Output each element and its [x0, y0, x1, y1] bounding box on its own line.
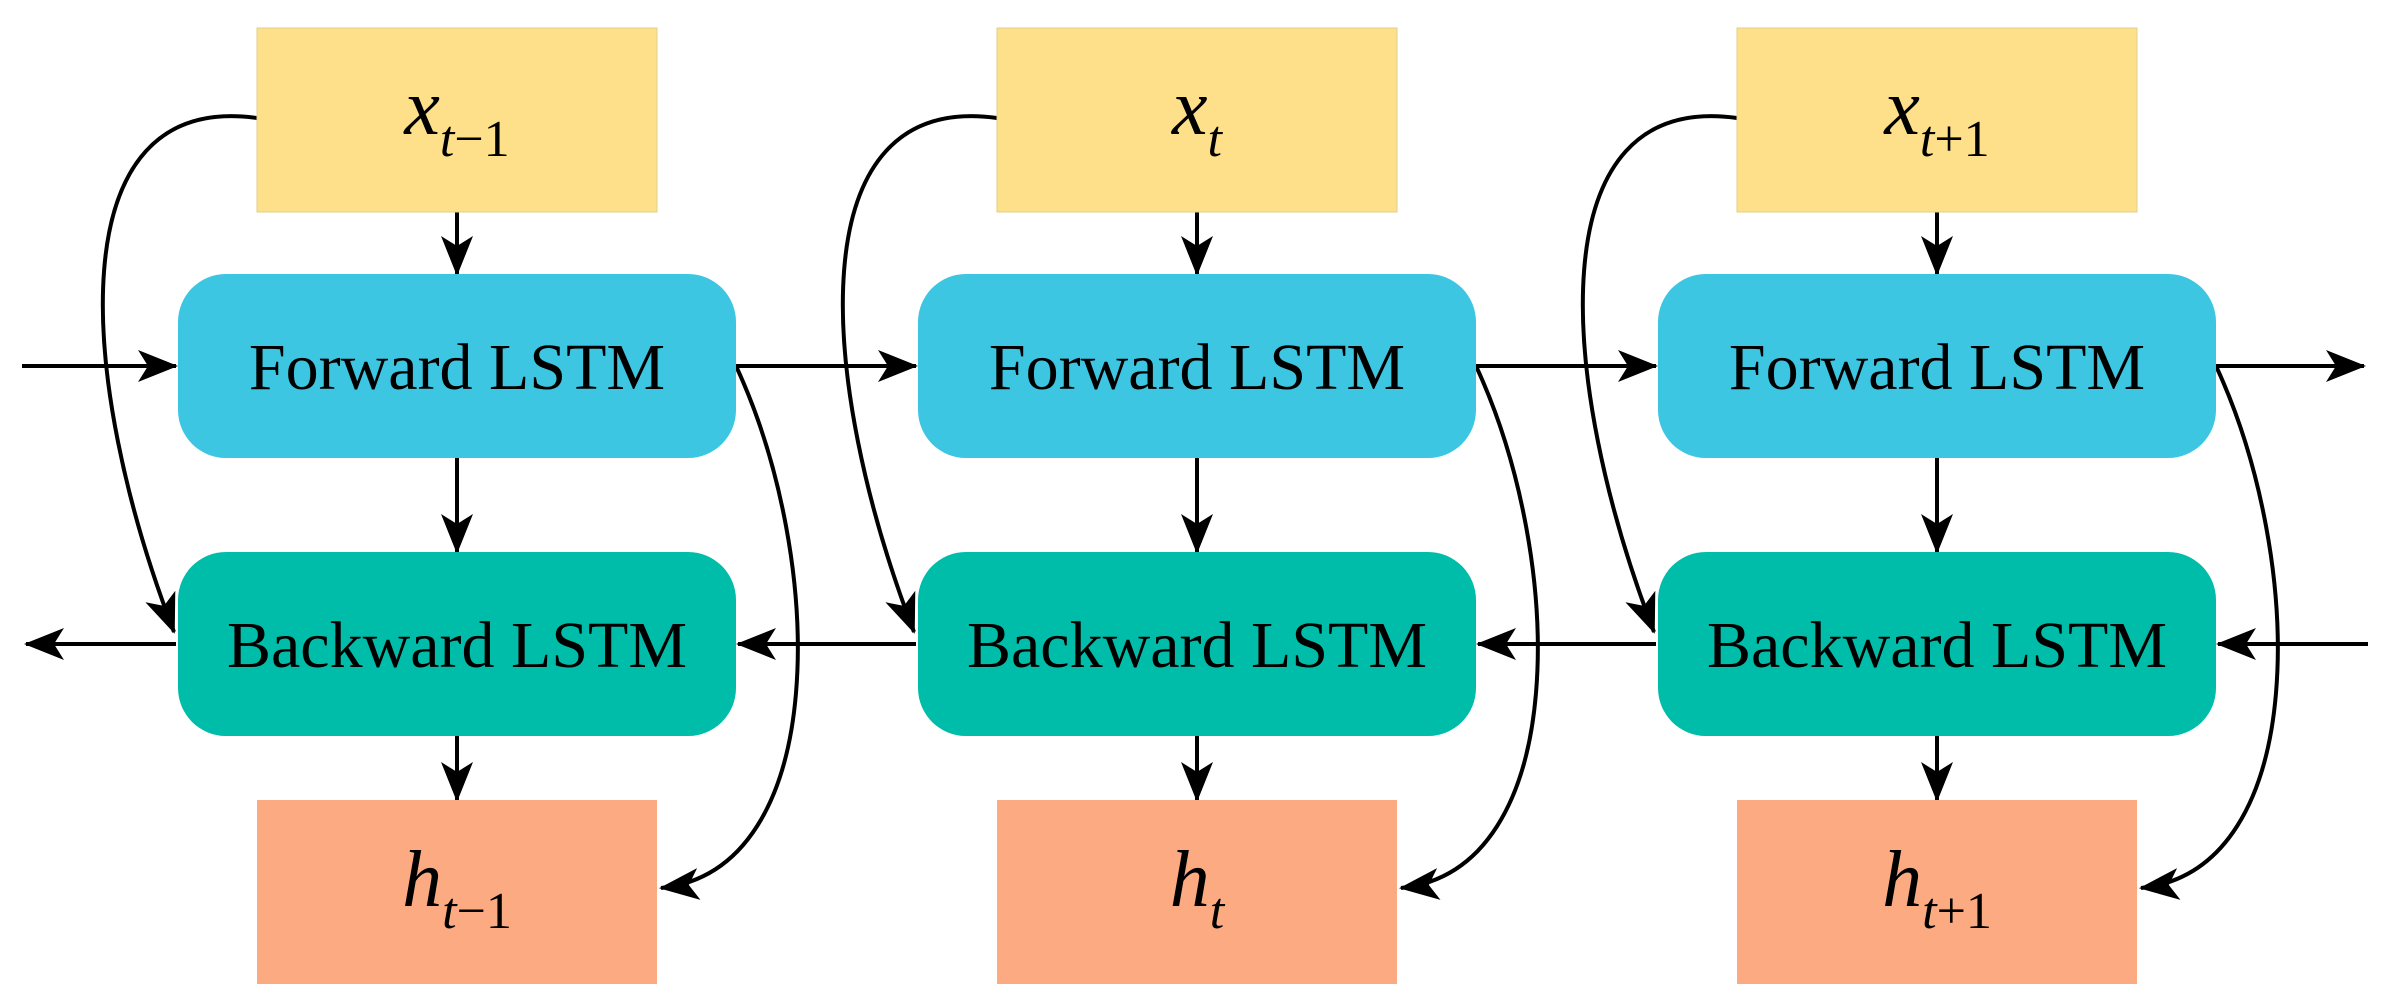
connections-layer	[22, 114, 2368, 900]
output-label-3-subscript-var: t	[1922, 883, 1938, 940]
forward-lstm-box-3	[1658, 274, 2216, 458]
backward-lstm-label-2: Backward LSTM	[967, 609, 1427, 682]
output-label-3: ht+1	[1882, 836, 1992, 940]
output-box-1	[257, 800, 657, 984]
input-label-2: xt	[1171, 64, 1224, 168]
input-label-3-subscript-op: +1	[1934, 111, 1989, 168]
output-label-2: ht	[1170, 836, 1226, 940]
output-label-2-subscript-var: t	[1210, 883, 1226, 940]
backward-lstm-label-3: Backward LSTM	[1707, 609, 2167, 682]
input-label-1-subscript-op: −1	[454, 111, 509, 168]
backward-lstm-box-2	[918, 552, 1476, 736]
input-label-2-main: x	[1171, 64, 1208, 152]
output-label-2-main: h	[1170, 836, 1210, 924]
input-box-3	[1736, 27, 2138, 213]
backward-lstm-box-3	[1658, 552, 2216, 736]
forward-lstm-box-1	[178, 274, 736, 458]
output-label-3-main: h	[1882, 836, 1922, 924]
input-label-1-main: x	[403, 64, 440, 152]
input-to-backward-curve-3	[1580, 114, 1738, 634]
backward-lstm-label-1: Backward LSTM	[227, 609, 687, 682]
output-label-1-main: h	[402, 836, 442, 924]
forward-lstm-label-3: Forward LSTM	[1729, 331, 2145, 404]
input-box-2	[996, 27, 1398, 213]
input-label-2-subscript-var: t	[1208, 111, 1224, 168]
input-label-1-subscript-var: t	[440, 111, 456, 168]
output-box-2	[997, 800, 1397, 984]
input-label-1: xt−1	[403, 64, 509, 168]
backward-lstm-box-1	[178, 552, 736, 736]
input-label-3-main: x	[1883, 64, 1920, 152]
forward-lstm-label-1: Forward LSTM	[249, 331, 665, 404]
forward-lstm-box-2	[918, 274, 1476, 458]
output-label-1: ht−1	[402, 836, 512, 940]
input-to-backward-curve-2	[840, 114, 998, 634]
output-label-3-subscript-op: +1	[1937, 883, 1992, 940]
output-box-3	[1737, 800, 2137, 984]
input-box-1	[256, 27, 658, 213]
forward-to-output-curve-2	[1399, 365, 1540, 900]
input-label-3: xt+1	[1883, 64, 1989, 168]
input-to-backward-curve-1	[100, 114, 258, 634]
forward-lstm-label-2: Forward LSTM	[989, 331, 1405, 404]
forward-to-output-curve-1	[659, 365, 800, 900]
output-label-1-subscript-op: −1	[457, 883, 512, 940]
output-label-1-subscript-var: t	[442, 883, 458, 940]
forward-to-output-curve-3	[2139, 365, 2280, 900]
input-label-3-subscript-var: t	[1920, 111, 1936, 168]
